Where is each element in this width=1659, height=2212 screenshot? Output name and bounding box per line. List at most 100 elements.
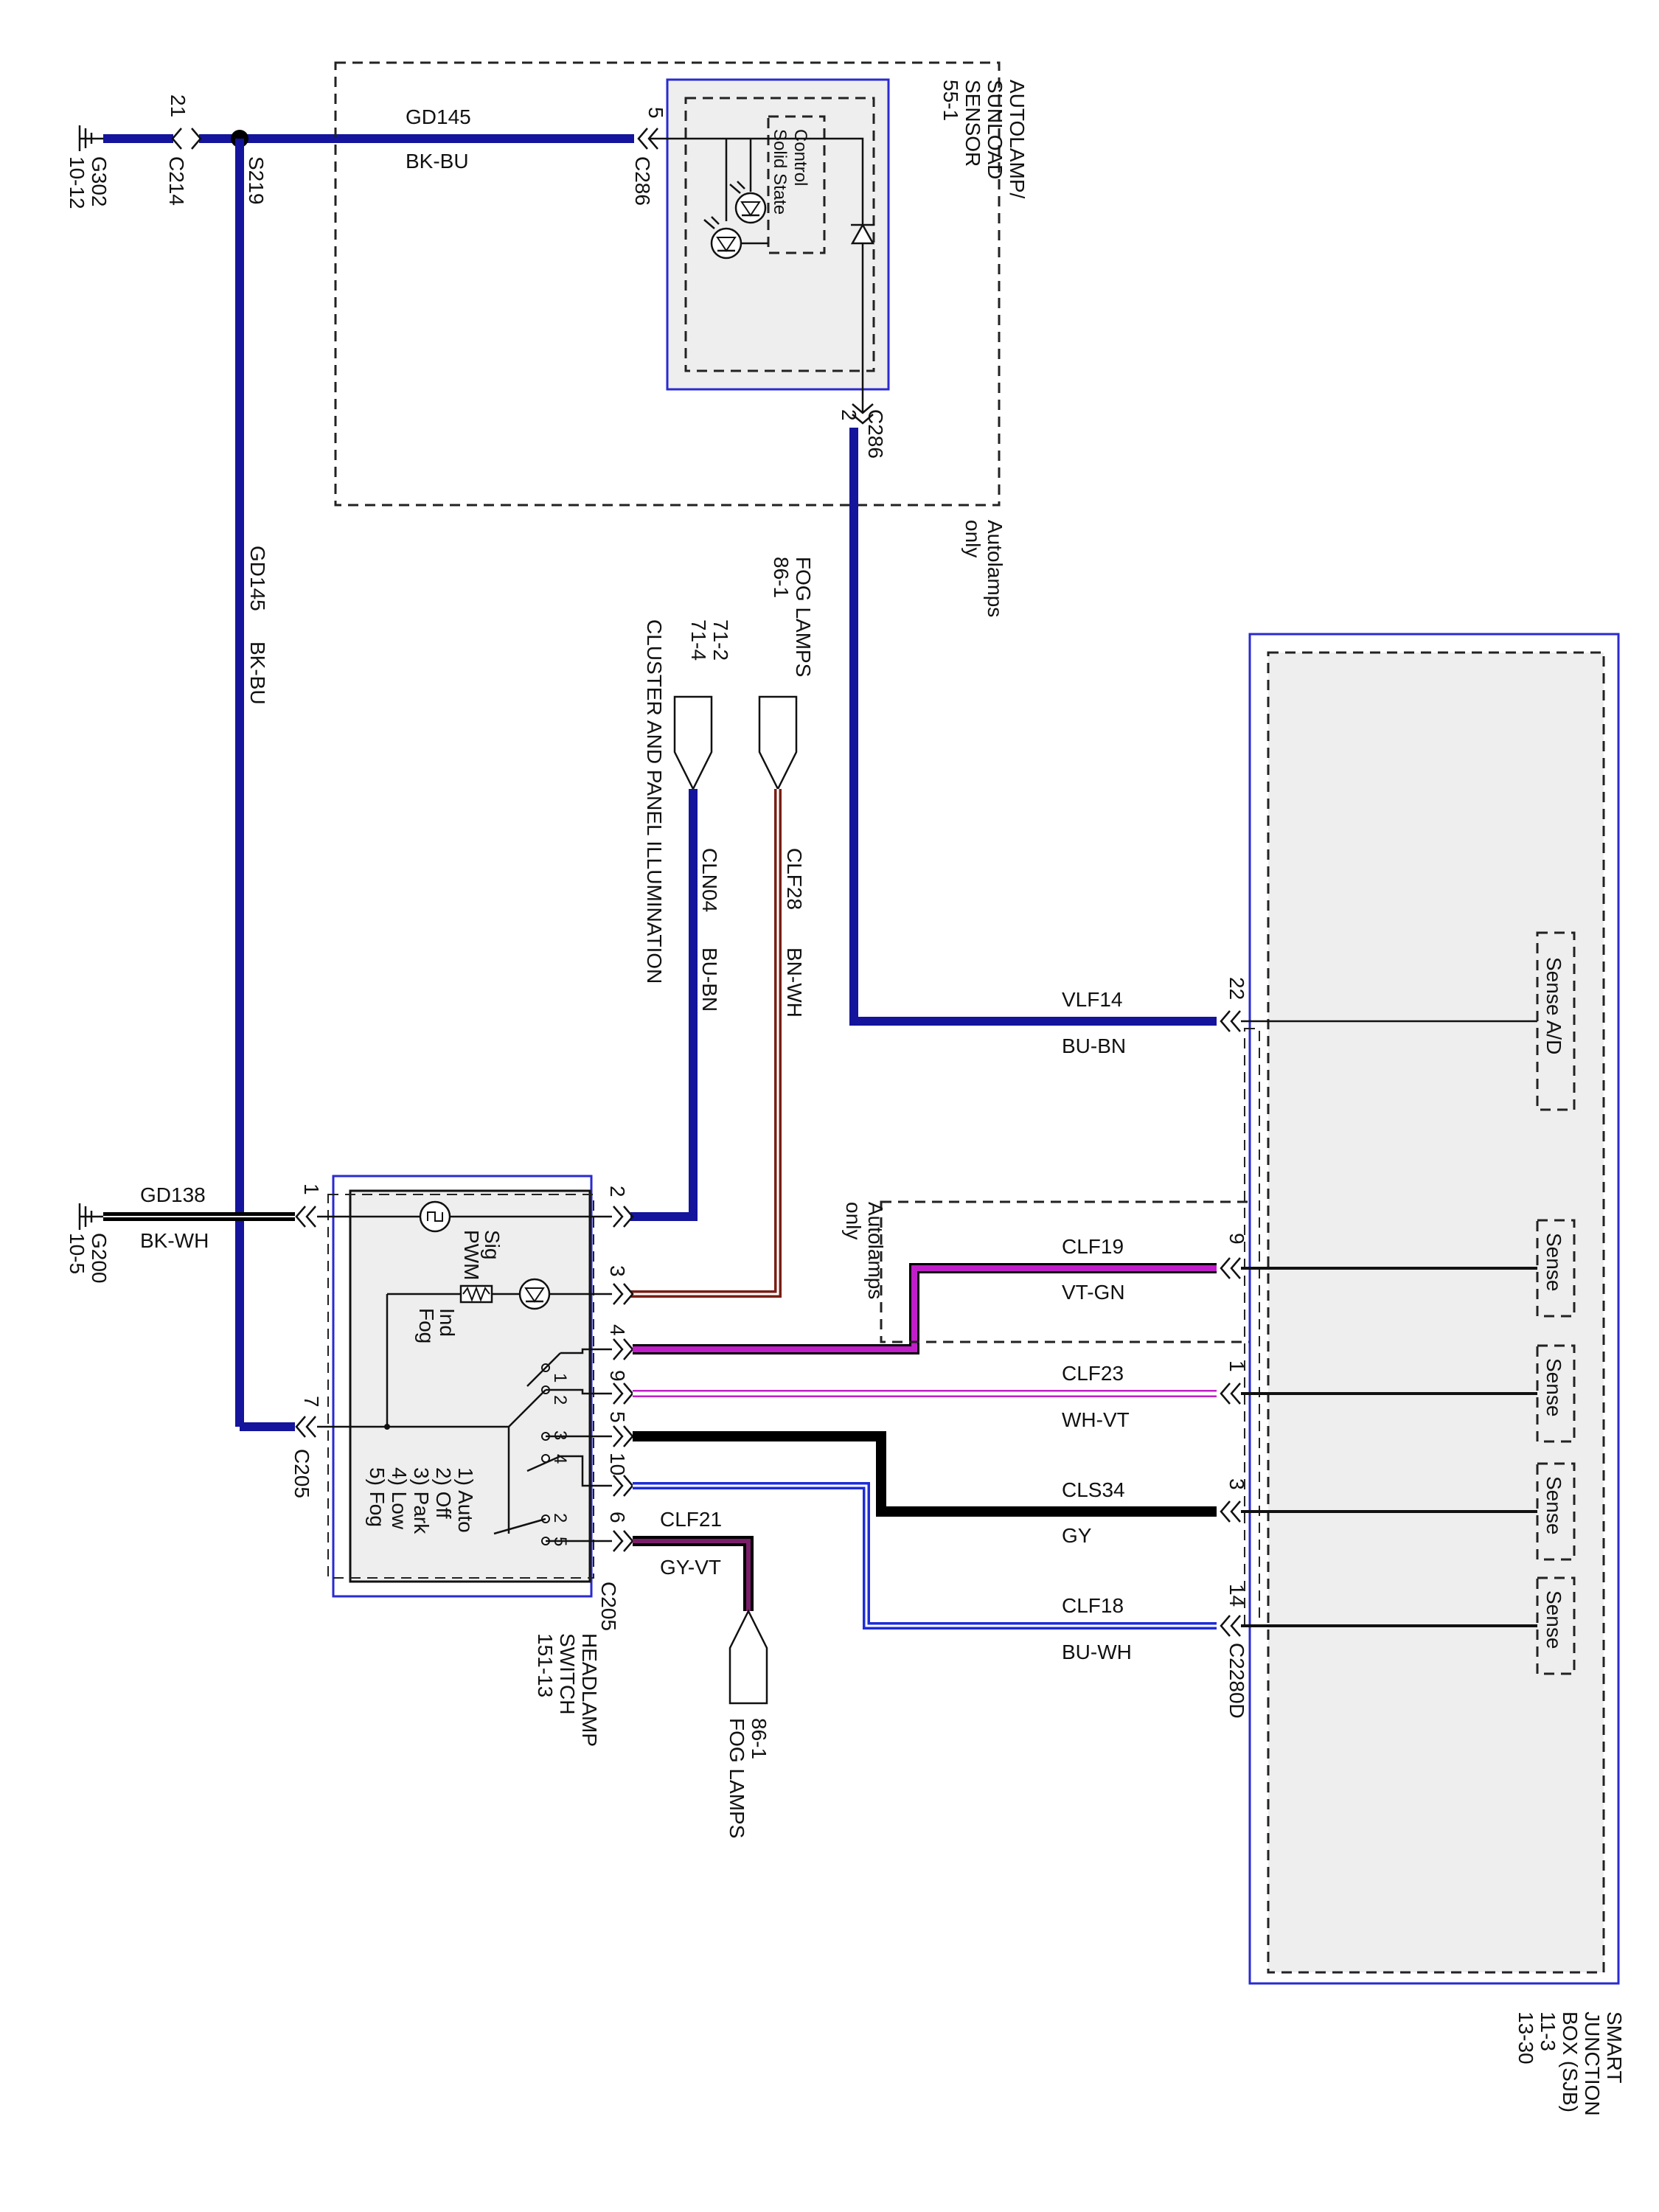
- vlf14-circuit: VLF14: [1062, 988, 1123, 1011]
- cluster-label: 71-2 71-4 CLUSTER AND PANEL ILLUMINATION: [643, 619, 732, 984]
- sensor-label-3: SENSOR: [961, 80, 984, 167]
- switch-pwm-label: PWM: [460, 1230, 483, 1280]
- sensor-inner-solid-state: Solid State: [770, 129, 790, 215]
- autolamps-only-top-label: Autolamps only: [961, 520, 1006, 617]
- wire-clf21-fill: [633, 1539, 751, 1611]
- g302-name: G302: [88, 156, 111, 207]
- sjb-pin-1: 1: [1225, 1360, 1248, 1372]
- fog-lamps-bottom-connector-icon: [728, 1609, 768, 1705]
- sjb-label: SMART JUNCTION BOX (SJB) 11-3 13-30: [1514, 2011, 1626, 2116]
- c205-label-right: C205: [597, 1582, 620, 1631]
- ground-g200-label: G200 10-5: [66, 1233, 111, 1284]
- headlamp-switch-ref: 151-13: [534, 1633, 557, 1697]
- switch-positions-legend: 1) Auto 2) Off 3) Park 4) Low 5) Fog: [366, 1467, 477, 1534]
- cls34-circuit: CLS34: [1062, 1478, 1125, 1501]
- sensor-label-ref: 55-1: [939, 80, 962, 121]
- switch-pos-5: 5) Fog: [366, 1467, 389, 1527]
- autolamps-only-region-top: [334, 61, 1001, 507]
- ground-g200: [78, 1203, 103, 1230]
- sjb-pin-9: 9: [1225, 1233, 1248, 1245]
- fog-lamps-top-ref: 86-1: [770, 557, 793, 598]
- wire-clf28-stripe: [630, 789, 779, 1295]
- wire-vlf14: [849, 428, 1217, 1026]
- ground-g302-label: G302 10-12: [66, 156, 111, 209]
- c286-label-top: C286: [631, 156, 654, 206]
- cluster-connector-icon: [673, 695, 713, 791]
- g200-ref: 10-5: [66, 1233, 88, 1274]
- sense-box-4: Sense: [1536, 1576, 1576, 1675]
- clf18-circuit: CLF18: [1062, 1594, 1124, 1617]
- diode-icon: [850, 223, 875, 245]
- wire-cln04: [630, 789, 698, 1221]
- photodiode-2-icon: [703, 216, 742, 260]
- fog-lamps-bottom-name: FOG LAMPS: [726, 1718, 748, 1838]
- switch-sig-label: Sig: [481, 1230, 504, 1259]
- switch-fog-label: Fog: [415, 1308, 438, 1343]
- c205-dashed-region: [327, 1194, 594, 1579]
- headlamp-switch-1: HEADLAMP: [578, 1633, 601, 1747]
- headlamp-switch-inner: [349, 1189, 591, 1583]
- clf19-color: VT-GN: [1062, 1281, 1125, 1304]
- c205-pin1-connector: [295, 1206, 316, 1228]
- clf19-circuit: CLF19: [1062, 1235, 1124, 1258]
- switch-pos-4: 4) Low: [388, 1467, 411, 1530]
- s219-label: S219: [245, 156, 268, 204]
- c205-pin-6: 6: [606, 1512, 629, 1523]
- gd138-circuit: GD138: [140, 1183, 206, 1206]
- gd138-color: BK-WH: [140, 1229, 209, 1252]
- sjb-connectors: [1220, 1010, 1241, 1637]
- c205-pin-4: 4: [606, 1324, 629, 1336]
- autolamps-only-top-1: Autolamps: [984, 520, 1006, 617]
- sense-ad-box: Sense A/D: [1536, 931, 1576, 1111]
- g302-ref: 10-12: [66, 156, 88, 209]
- vlf14-color: BU-BN: [1062, 1034, 1126, 1057]
- fog-lamps-bottom-label: 86-1 FOG LAMPS: [726, 1718, 771, 1838]
- sjb-label-ref1: 11-3: [1537, 2011, 1559, 2051]
- sense-label-3: Sense: [1543, 1476, 1565, 1534]
- sense-label-1: Sense: [1543, 1233, 1565, 1291]
- photodiode-icon: [729, 181, 767, 224]
- indicator-lamp-icon: [518, 1278, 551, 1310]
- wire-cls34: [633, 1431, 1217, 1517]
- sjb-label-2: JUNCTION: [1581, 2011, 1604, 2116]
- gd145-vert-color: BK-BU: [246, 641, 269, 705]
- autolamp-sensor-label: AUTOLAMP/ SUNLOAD SENSOR 55-1: [939, 80, 1029, 199]
- clf28-circuit: CLF28: [783, 848, 806, 910]
- switch-ind-label: Ind: [436, 1308, 459, 1337]
- sense-box-1: Sense: [1536, 1219, 1576, 1318]
- resistor-icon: [459, 1284, 493, 1304]
- c286-pin2-connector: [852, 403, 874, 425]
- gd145-top-color: BK-BU: [406, 150, 469, 173]
- c214-connector: [171, 128, 202, 150]
- ground-g302: [78, 125, 103, 151]
- c214-label: C214: [165, 156, 188, 206]
- c205-pin-10: 10: [606, 1453, 629, 1475]
- sensor-inner-control: Control: [790, 129, 810, 186]
- switch-pos-1: 1) Auto: [454, 1467, 477, 1533]
- autolamps-only-mid-label: Autolamps only: [842, 1202, 887, 1299]
- switch-contacts: [493, 1352, 561, 1545]
- headlamp-switch-label: HEADLAMP SWITCH 151-13: [534, 1633, 601, 1747]
- fog-lamps-top-label: FOG LAMPS 86-1: [770, 557, 815, 677]
- fog-lamps-top-name: FOG LAMPS: [792, 557, 815, 677]
- fog-lamps-top-connector-icon: [758, 695, 798, 791]
- c205-pin-1: 1: [300, 1183, 323, 1195]
- c205-pin-2: 2: [606, 1186, 629, 1197]
- switch-wire-pin9: [546, 1388, 612, 1395]
- cln04-circuit: CLN04: [698, 848, 721, 912]
- pwm-signal-icon: [419, 1200, 451, 1233]
- sensor-label-1: AUTOLAMP/: [1006, 80, 1029, 199]
- cluster-ref2: 71-4: [687, 619, 710, 661]
- switch-node: [384, 1424, 390, 1430]
- clf28-color: BN-WH: [783, 947, 806, 1018]
- switch-pos-2: 2) Off: [432, 1467, 455, 1519]
- gd145-vert-circuit: GD145: [246, 546, 269, 611]
- switch-pos-3: 3) Park: [410, 1467, 433, 1534]
- sjb-label-3: BOX (SJB): [1559, 2011, 1582, 2112]
- c286-pin2: 2: [838, 409, 860, 421]
- wire-clf18-fill: [633, 1484, 1217, 1627]
- clf18-color: BU-WH: [1062, 1641, 1132, 1663]
- clf21-color: GY-VT: [660, 1556, 721, 1579]
- sjb-label-1: SMART: [1603, 2011, 1626, 2084]
- c286-label-bottom: C286: [864, 409, 887, 459]
